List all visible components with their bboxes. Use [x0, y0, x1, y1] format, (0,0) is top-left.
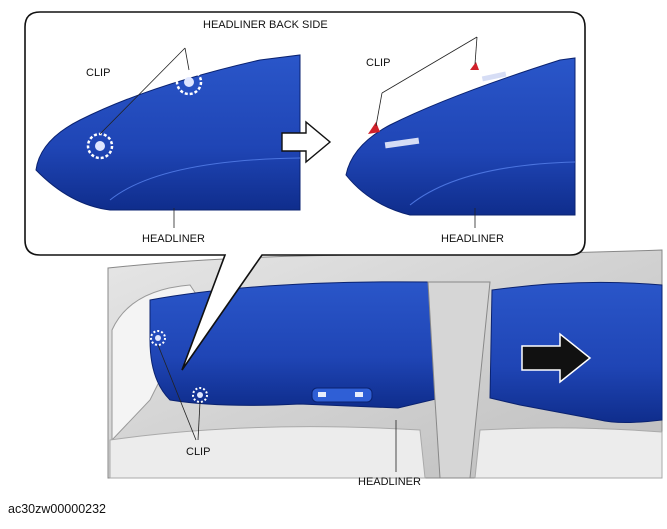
right-clip-label: CLIP: [366, 57, 390, 69]
clip-seat: [481, 71, 507, 82]
clip-icon: [470, 62, 479, 70]
leader-line: [197, 401, 201, 441]
leader-line: [99, 47, 186, 135]
left-headliner-label: HEADLINER: [142, 233, 205, 245]
lower-trim-right: [474, 427, 663, 479]
headliner-main: [149, 281, 441, 409]
lower-trim: [109, 426, 426, 479]
figure-caption: ac30zw00000232: [8, 502, 106, 516]
clip-seat: [384, 137, 420, 149]
clip-icon: [192, 387, 208, 403]
hollow-right-arrow-icon: [281, 120, 332, 164]
vehicle-view: [107, 249, 663, 479]
main-headliner-label: HEADLINER: [358, 476, 421, 488]
clip-icon: [150, 330, 166, 346]
dome-lamp: [311, 387, 373, 403]
leader-line: [375, 92, 383, 127]
solid-right-arrow-icon: [521, 332, 592, 384]
leader-line: [381, 36, 478, 94]
left-clip-label: CLIP: [86, 67, 110, 79]
c-pillar: [427, 281, 491, 479]
lamp-lens: [355, 392, 363, 397]
clip-icon: [368, 122, 380, 134]
right-panel-headliner: [345, 36, 576, 228]
leader-line: [474, 36, 478, 65]
main-clip-label: CLIP: [186, 446, 210, 458]
lamp-lens: [318, 392, 326, 397]
left-panel-headliner: [35, 47, 301, 228]
leader-line: [184, 47, 190, 71]
leader-line: [157, 344, 197, 441]
callout-title: HEADLINER BACK SIDE: [203, 19, 328, 31]
right-headliner-label: HEADLINER: [441, 233, 504, 245]
